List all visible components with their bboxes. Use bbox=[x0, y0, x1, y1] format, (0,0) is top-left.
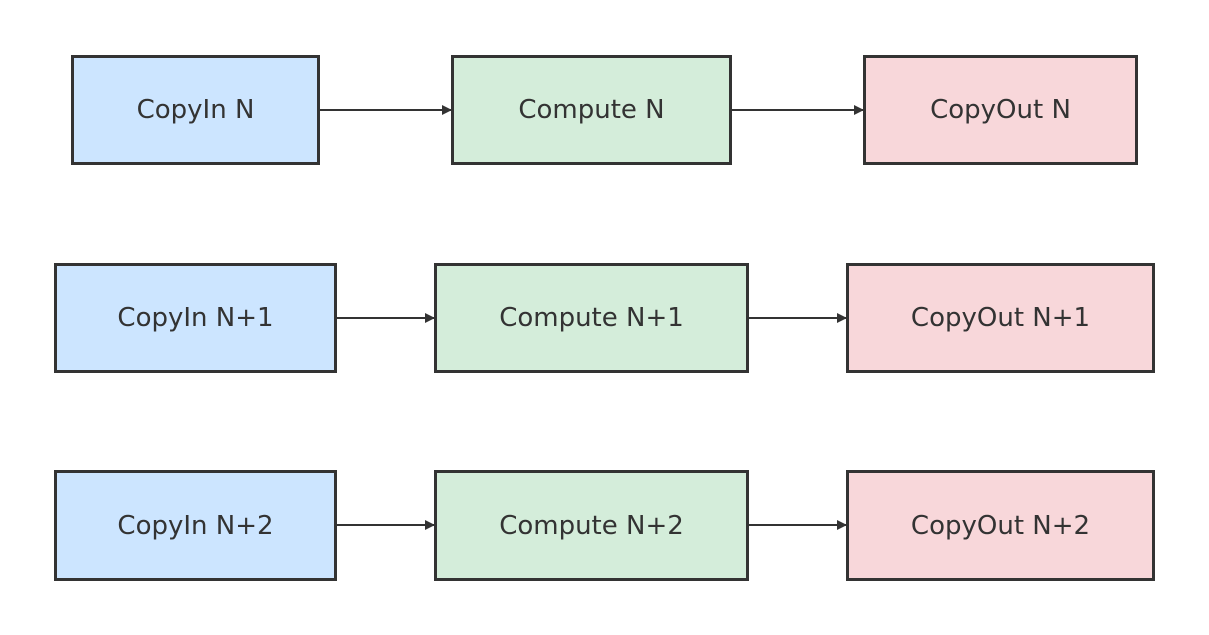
node-compute-n2: Compute N+2 bbox=[434, 470, 749, 581]
node-copyin-n: CopyIn N bbox=[71, 55, 320, 165]
node-compute-n: Compute N bbox=[451, 55, 732, 165]
node-label: Compute N bbox=[518, 95, 665, 125]
node-label: CopyOut N+1 bbox=[910, 303, 1091, 333]
node-compute-n1: Compute N+1 bbox=[434, 263, 749, 373]
node-copyout-n1: CopyOut N+1 bbox=[846, 263, 1155, 373]
node-copyin-n1: CopyIn N+1 bbox=[54, 263, 337, 373]
node-label: CopyIn N+1 bbox=[117, 303, 274, 333]
node-label: CopyIn N bbox=[136, 95, 255, 125]
node-label: CopyOut N+2 bbox=[910, 510, 1091, 541]
node-copyout-n2: CopyOut N+2 bbox=[846, 470, 1155, 581]
node-copyout-n: CopyOut N bbox=[863, 55, 1138, 165]
node-label: CopyOut N bbox=[930, 95, 1071, 125]
node-label: Compute N+2 bbox=[499, 510, 684, 541]
node-copyin-n2: CopyIn N+2 bbox=[54, 470, 337, 581]
node-label: Compute N+1 bbox=[499, 303, 684, 333]
node-label: CopyIn N+2 bbox=[117, 510, 274, 541]
